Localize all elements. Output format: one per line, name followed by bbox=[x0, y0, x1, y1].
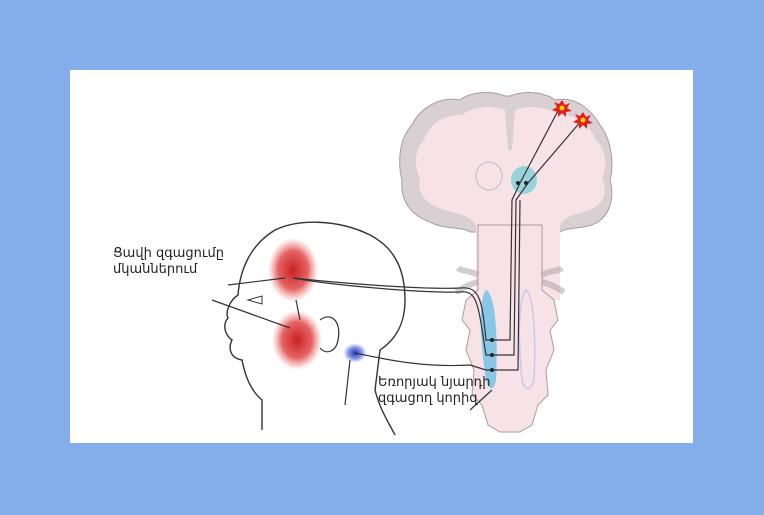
synapse-dots bbox=[490, 181, 528, 372]
head-outline bbox=[224, 221, 406, 436]
thalamus-nucleus bbox=[511, 166, 537, 194]
masseter-pain-area bbox=[272, 310, 322, 370]
muscle-pain-label: Ցավի զգացումը մկաններում bbox=[113, 246, 224, 278]
contralateral-nucleus bbox=[518, 289, 536, 389]
white-matter bbox=[415, 107, 606, 300]
trigeminal-nucleus bbox=[480, 290, 497, 389]
muscle-pain-label-line2: մկաններում bbox=[113, 262, 198, 277]
brain-coronal-section bbox=[399, 92, 613, 433]
trigeminal-label-line2: զգացող կորիզ bbox=[378, 391, 478, 406]
head-profile bbox=[224, 221, 406, 436]
ventricle bbox=[475, 161, 503, 191]
temporal-pain-area bbox=[268, 238, 318, 302]
muscle-pain-label-line1: Ցավի զգացումը bbox=[113, 246, 225, 261]
cranial-nerve-root-left bbox=[454, 265, 480, 295]
eye bbox=[246, 295, 263, 305]
cortex-activation-star-icon bbox=[552, 100, 593, 129]
cranial-nerve-root-right bbox=[540, 265, 566, 295]
trigeminal-nucleus-label: Եռորյակ նյարդի զգացող կորիզ bbox=[378, 375, 491, 407]
trigeminal-label-line1: Եռորյակ նյարդի bbox=[378, 375, 491, 390]
nerve-pathways bbox=[211, 106, 583, 411]
ear bbox=[319, 316, 340, 353]
